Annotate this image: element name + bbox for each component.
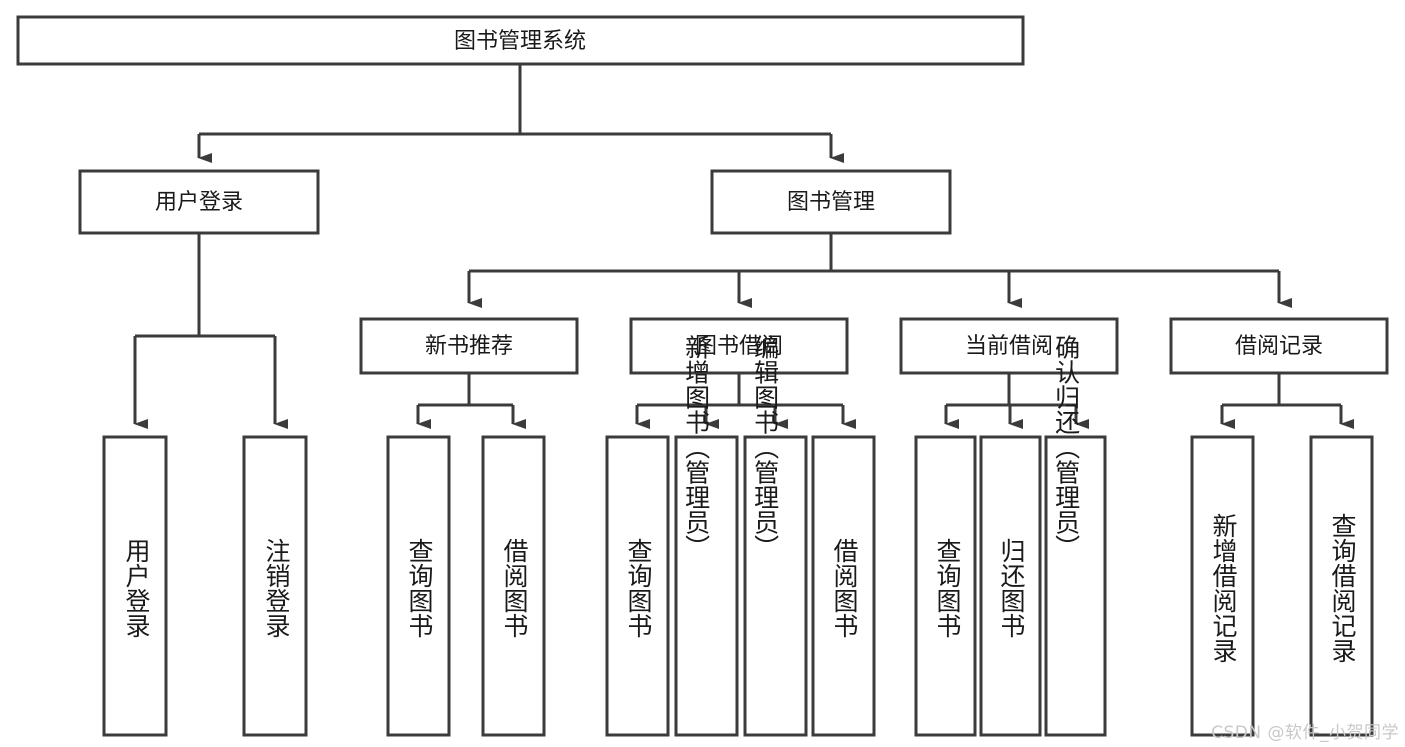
leaf-bb-edit-book-box[interactable] bbox=[743, 435, 808, 737]
node-book-borrow[interactable]: 图书借阅 bbox=[629, 317, 849, 375]
node-new-book-recommend-box[interactable] bbox=[359, 317, 579, 375]
node-book-management[interactable]: 图书管理 bbox=[710, 169, 952, 235]
leaf-br-add-record[interactable]: 新增借阅记录 bbox=[1190, 435, 1255, 737]
leaf-cb-confirm-return-label: 确认归还（管理员） bbox=[1052, 335, 1081, 560]
leaf-cb-return-book-box[interactable] bbox=[979, 435, 1042, 737]
node-borrow-record-label: 借阅记录 bbox=[1235, 334, 1323, 359]
leaf-nb-query-book-box[interactable] bbox=[386, 435, 451, 737]
node-borrow-record-box[interactable] bbox=[1169, 317, 1389, 375]
leaf-cb-return-book[interactable]: 归还图书 bbox=[979, 435, 1042, 737]
leaf-bb-add-book[interactable]: 新增图书（管理员） bbox=[674, 335, 739, 737]
connector-group bbox=[133, 64, 1354, 429]
leaf-bb-edit-book[interactable]: 编辑图书（管理员） bbox=[743, 335, 808, 737]
node-user-login[interactable]: 用户登录 bbox=[78, 169, 320, 235]
leaf-cb-confirm-return-box[interactable] bbox=[1044, 435, 1107, 737]
node-new-book-recommend-label: 新书推荐 bbox=[425, 334, 513, 359]
leaf-br-query-record[interactable]: 查询借阅记录 bbox=[1309, 435, 1374, 737]
leaf-bb-borrow-book[interactable]: 借阅图书 bbox=[811, 435, 876, 737]
node-new-book-recommend[interactable]: 新书推荐 bbox=[359, 317, 579, 375]
leaf-cb-return-book-label: 归还图书 bbox=[997, 538, 1026, 638]
leaf-bb-query-book-box[interactable] bbox=[605, 435, 670, 737]
leaf-bb-query-book-label: 查询图书 bbox=[624, 538, 653, 638]
leaf-bb-borrow-book-box[interactable] bbox=[811, 435, 876, 737]
node-root-label: 图书管理系统 bbox=[454, 29, 586, 54]
leaf-cb-query-book[interactable]: 查询图书 bbox=[914, 435, 977, 737]
leaf-br-add-record-box[interactable] bbox=[1190, 435, 1255, 737]
leaf-nb-borrow-book-box[interactable] bbox=[481, 435, 546, 737]
node-book-management-label: 图书管理 bbox=[787, 190, 875, 215]
node-book-management-box[interactable] bbox=[710, 169, 952, 235]
leaf-user-login-box[interactable] bbox=[102, 435, 168, 737]
node-current-borrow-box[interactable] bbox=[899, 317, 1119, 375]
leaf-bb-query-book[interactable]: 查询图书 bbox=[605, 435, 670, 737]
leaf-cb-query-book-box[interactable] bbox=[914, 435, 977, 737]
leaf-user-login-label: 用户登录 bbox=[122, 538, 151, 638]
node-current-borrow[interactable]: 当前借阅 bbox=[899, 317, 1119, 375]
leaf-bb-borrow-book-label: 借阅图书 bbox=[830, 538, 859, 638]
leaf-nb-query-book-label: 查询图书 bbox=[405, 538, 434, 638]
node-current-borrow-label: 当前借阅 bbox=[965, 334, 1053, 359]
leaf-br-add-record-label: 新增借阅记录 bbox=[1209, 513, 1238, 663]
leaf-bb-edit-book-label: 编辑图书（管理员） bbox=[751, 335, 780, 560]
leaf-cb-confirm-return[interactable]: 确认归还（管理员） bbox=[1044, 335, 1107, 737]
node-borrow-record[interactable]: 借阅记录 bbox=[1169, 317, 1389, 375]
node-root-box[interactable] bbox=[16, 15, 1025, 66]
leaf-nb-borrow-book[interactable]: 借阅图书 bbox=[481, 435, 546, 737]
leaf-bb-add-book-box[interactable] bbox=[674, 435, 739, 737]
leaf-bb-add-book-label: 新增图书（管理员） bbox=[682, 335, 711, 560]
leaf-logout[interactable]: 注销登录 bbox=[242, 435, 308, 737]
leaf-nb-borrow-book-label: 借阅图书 bbox=[500, 538, 529, 638]
leaf-nb-query-book[interactable]: 查询图书 bbox=[386, 435, 451, 737]
leaf-br-query-record-box[interactable] bbox=[1309, 435, 1374, 737]
leaf-cb-query-book-label: 查询图书 bbox=[933, 538, 962, 638]
leaf-user-login[interactable]: 用户登录 bbox=[102, 435, 168, 737]
node-book-borrow-label: 图书借阅 bbox=[695, 334, 783, 359]
node-book-borrow-box[interactable] bbox=[629, 317, 849, 375]
leaf-logout-label: 注销登录 bbox=[262, 538, 291, 638]
node-root[interactable]: 图书管理系统 bbox=[16, 15, 1025, 66]
leaf-br-query-record-label: 查询借阅记录 bbox=[1328, 513, 1357, 663]
leaf-logout-box[interactable] bbox=[242, 435, 308, 737]
node-user-login-box[interactable] bbox=[78, 169, 320, 235]
node-user-login-label: 用户登录 bbox=[155, 190, 243, 215]
